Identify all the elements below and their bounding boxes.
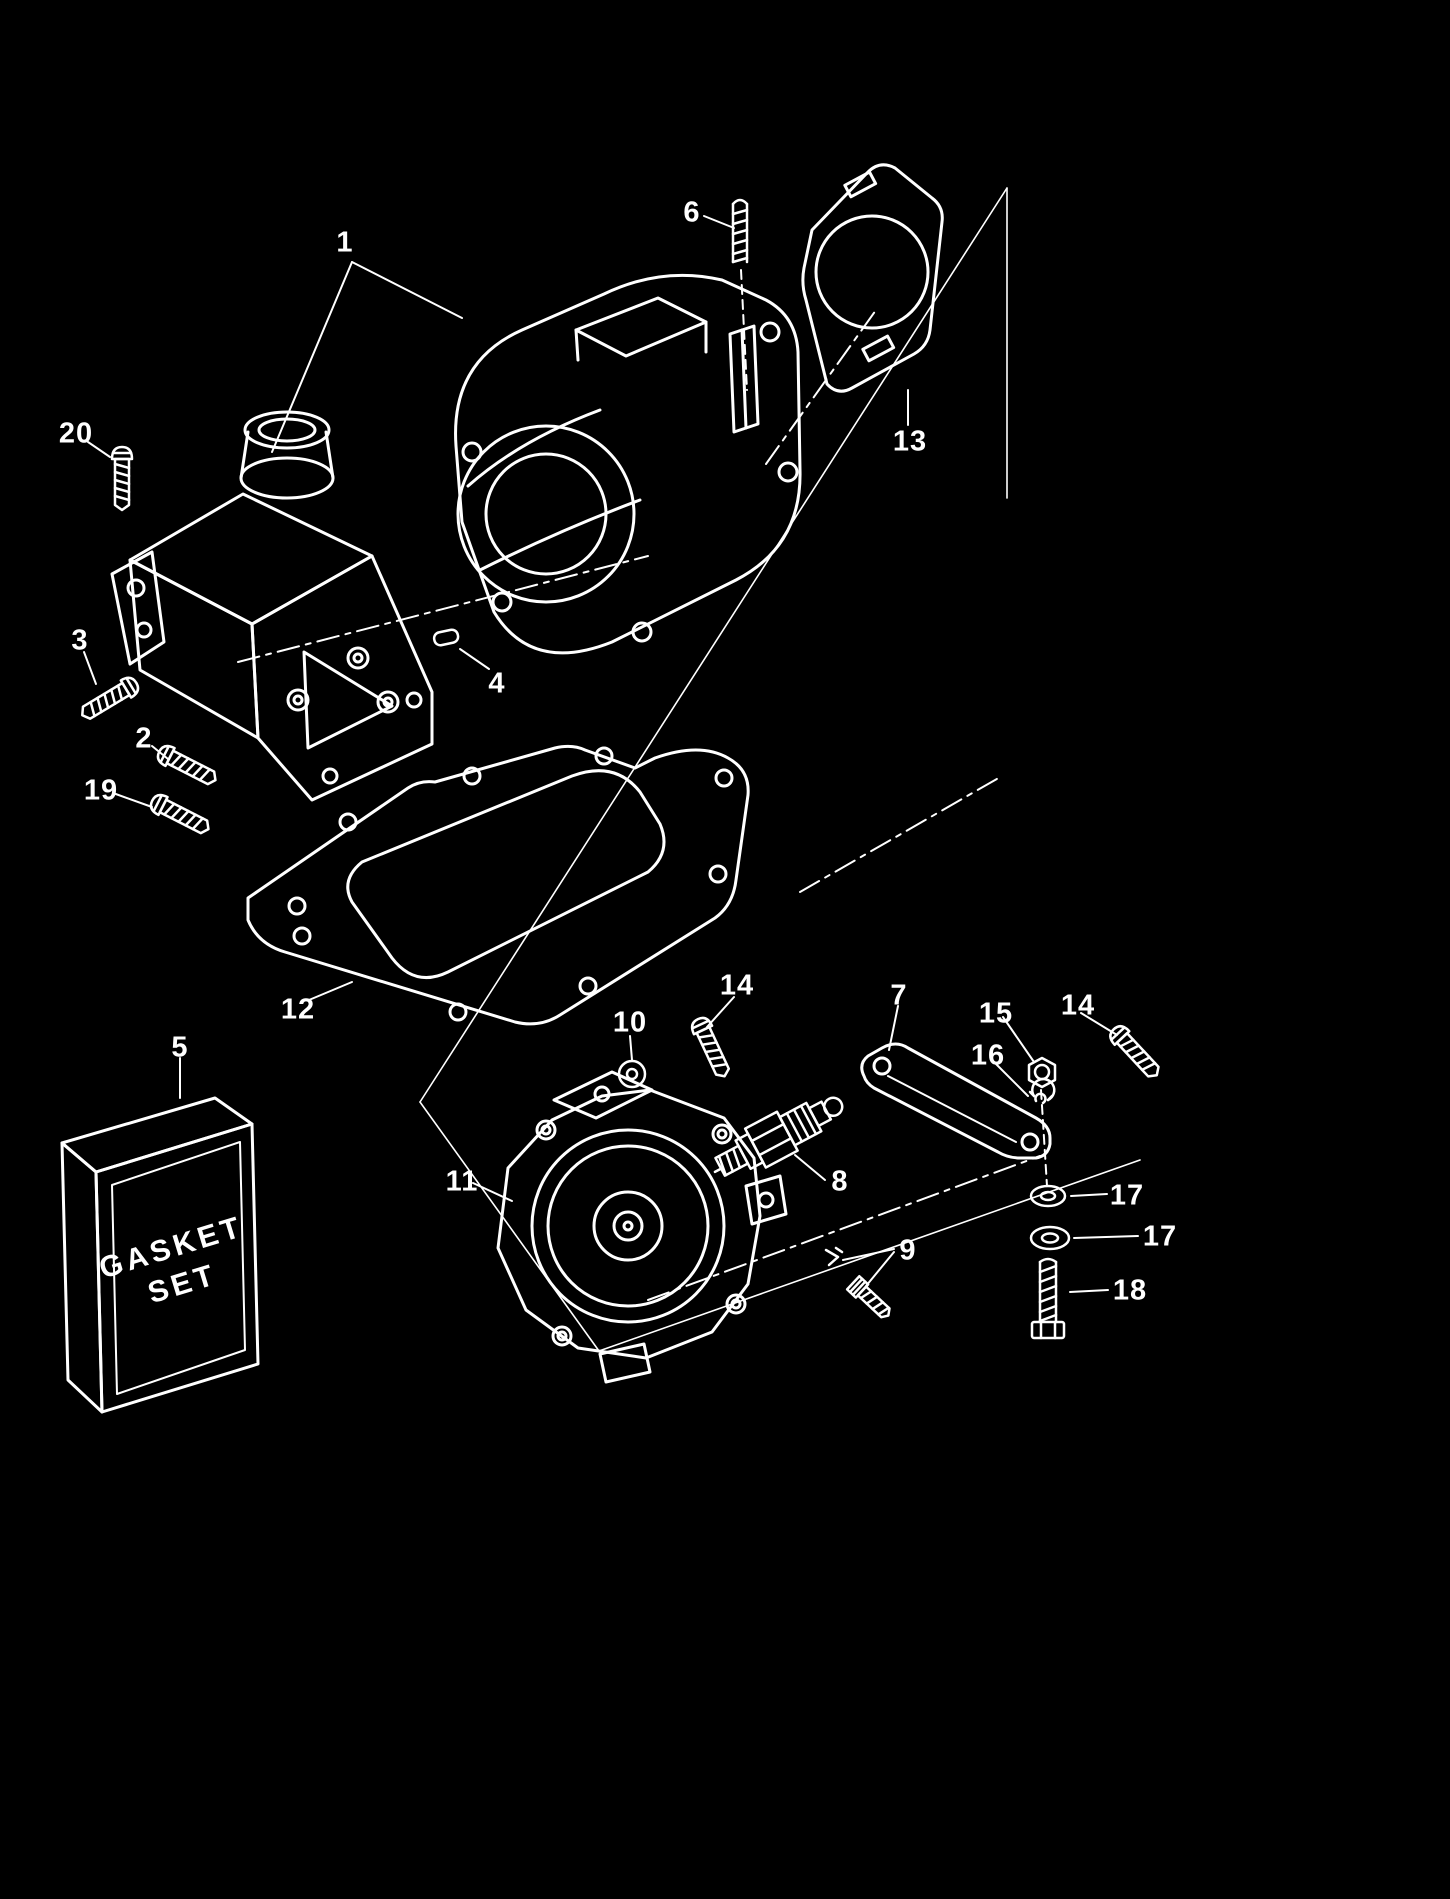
- callout-12: 12: [280, 993, 316, 1026]
- screw-14-right: [1105, 1021, 1166, 1084]
- stud-6-art: [731, 198, 749, 264]
- callout-5: 5: [171, 1031, 189, 1064]
- screw-19: [146, 790, 215, 840]
- callout-10: 10: [612, 1006, 648, 1039]
- pump-housing-11-art: [496, 1070, 788, 1384]
- callout-17-bottom: 17: [1142, 1220, 1178, 1253]
- centerlines: [237, 309, 1041, 1301]
- spark-plug-8-art: [713, 1096, 844, 1177]
- gasket-13-art: [801, 163, 944, 393]
- clip-9-art: [824, 1246, 844, 1267]
- washers-17-art: [1029, 1184, 1071, 1251]
- screw-14-left: [687, 1013, 735, 1082]
- bolt-18: [1030, 1257, 1066, 1340]
- callout-20: 20: [58, 417, 94, 450]
- fasteners: [75, 445, 1166, 1340]
- callout-16: 16: [970, 1039, 1006, 1072]
- callout-8: 8: [831, 1165, 849, 1198]
- callout-14-left: 14: [719, 969, 755, 1002]
- bracket-7-art: [860, 1042, 1052, 1160]
- callout-15: 15: [978, 997, 1014, 1030]
- screw-20: [110, 445, 134, 512]
- crankcase-housing-art: [454, 273, 802, 655]
- callout-11: 11: [445, 1165, 479, 1198]
- callout-2: 2: [135, 722, 153, 755]
- base-gasket-12-art: [246, 744, 750, 1026]
- callout-6: 6: [683, 196, 701, 229]
- bolt-9: [845, 1274, 891, 1319]
- callout-13: 13: [892, 425, 928, 458]
- leader-lines: [83, 215, 1139, 1293]
- bolt-3: [75, 672, 143, 726]
- callout-1: 1: [336, 226, 354, 259]
- callout-18: 18: [1112, 1274, 1148, 1307]
- intake-manifold-art: [110, 410, 434, 802]
- lock-washer-16-art: [1028, 1077, 1056, 1105]
- callout-19: 19: [83, 774, 119, 807]
- callout-7: 7: [890, 979, 908, 1012]
- washer-10-art: [617, 1059, 647, 1089]
- callout-4: 4: [488, 667, 506, 700]
- callout-17-top: 17: [1109, 1179, 1145, 1212]
- callout-14-right: 14: [1060, 989, 1096, 1022]
- dowel-pin-4-art: [432, 628, 460, 647]
- screw-2: [153, 741, 222, 791]
- callout-9: 9: [899, 1234, 917, 1267]
- callout-3: 3: [71, 624, 89, 657]
- gasket-set-box-art: [60, 1096, 260, 1414]
